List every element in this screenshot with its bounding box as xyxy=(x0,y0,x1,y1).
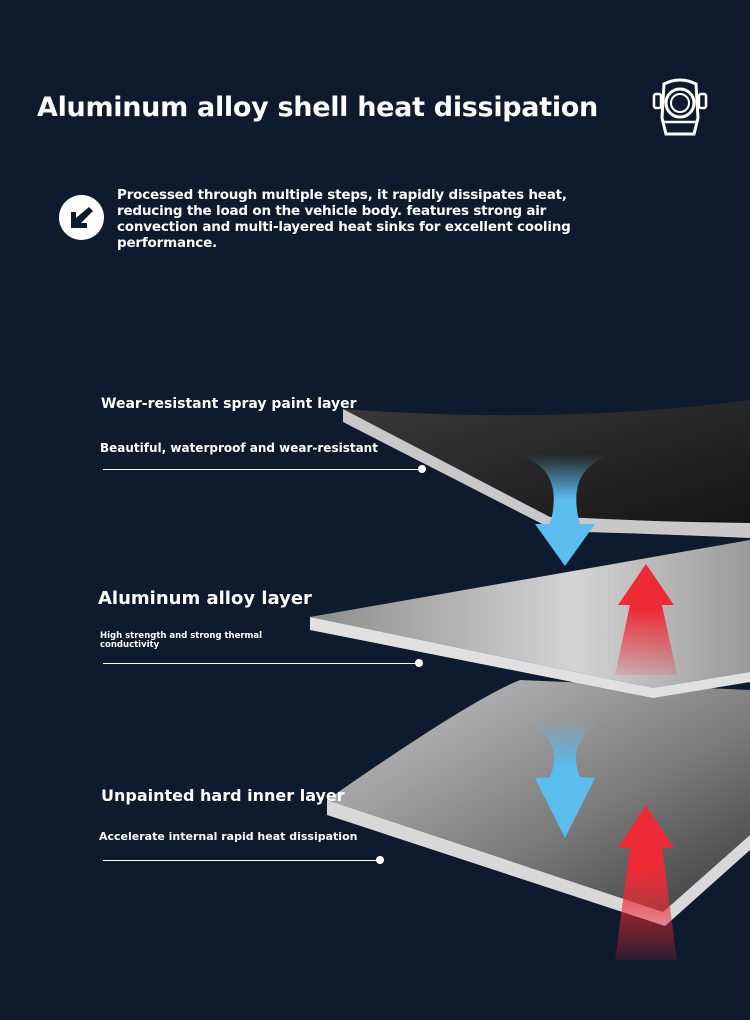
leader-dot xyxy=(415,659,423,667)
layer-detail: Accelerate internal rapid heat dissipati… xyxy=(99,830,358,843)
cool-arrow-icon xyxy=(520,455,610,566)
layer-name: Wear-resistant spray paint layer xyxy=(101,396,357,412)
leader-dot xyxy=(418,465,426,473)
helmet-icon xyxy=(652,78,708,136)
leader-line xyxy=(103,663,418,664)
leader-line xyxy=(103,469,421,470)
layer-name: Unpainted hard inner layer xyxy=(101,786,345,805)
description-text: Processed through multiple steps, it rap… xyxy=(117,187,571,251)
leader-dot xyxy=(376,856,384,864)
leader-line xyxy=(103,860,380,861)
layer-name: Aluminum alloy layer xyxy=(98,588,312,609)
layer-detail: Beautiful, waterproof and wear-resistant xyxy=(100,441,378,455)
page-title: Aluminum alloy shell heat dissipation xyxy=(37,92,598,123)
cool-arrow-icon xyxy=(525,720,605,838)
heat-arrow-icon xyxy=(615,805,677,960)
layer-detail: High strength and strong thermal conduct… xyxy=(100,631,263,650)
paint-layer-edge xyxy=(343,409,750,538)
arrow-down-left-icon xyxy=(59,195,104,240)
heat-arrow-icon xyxy=(615,564,677,675)
